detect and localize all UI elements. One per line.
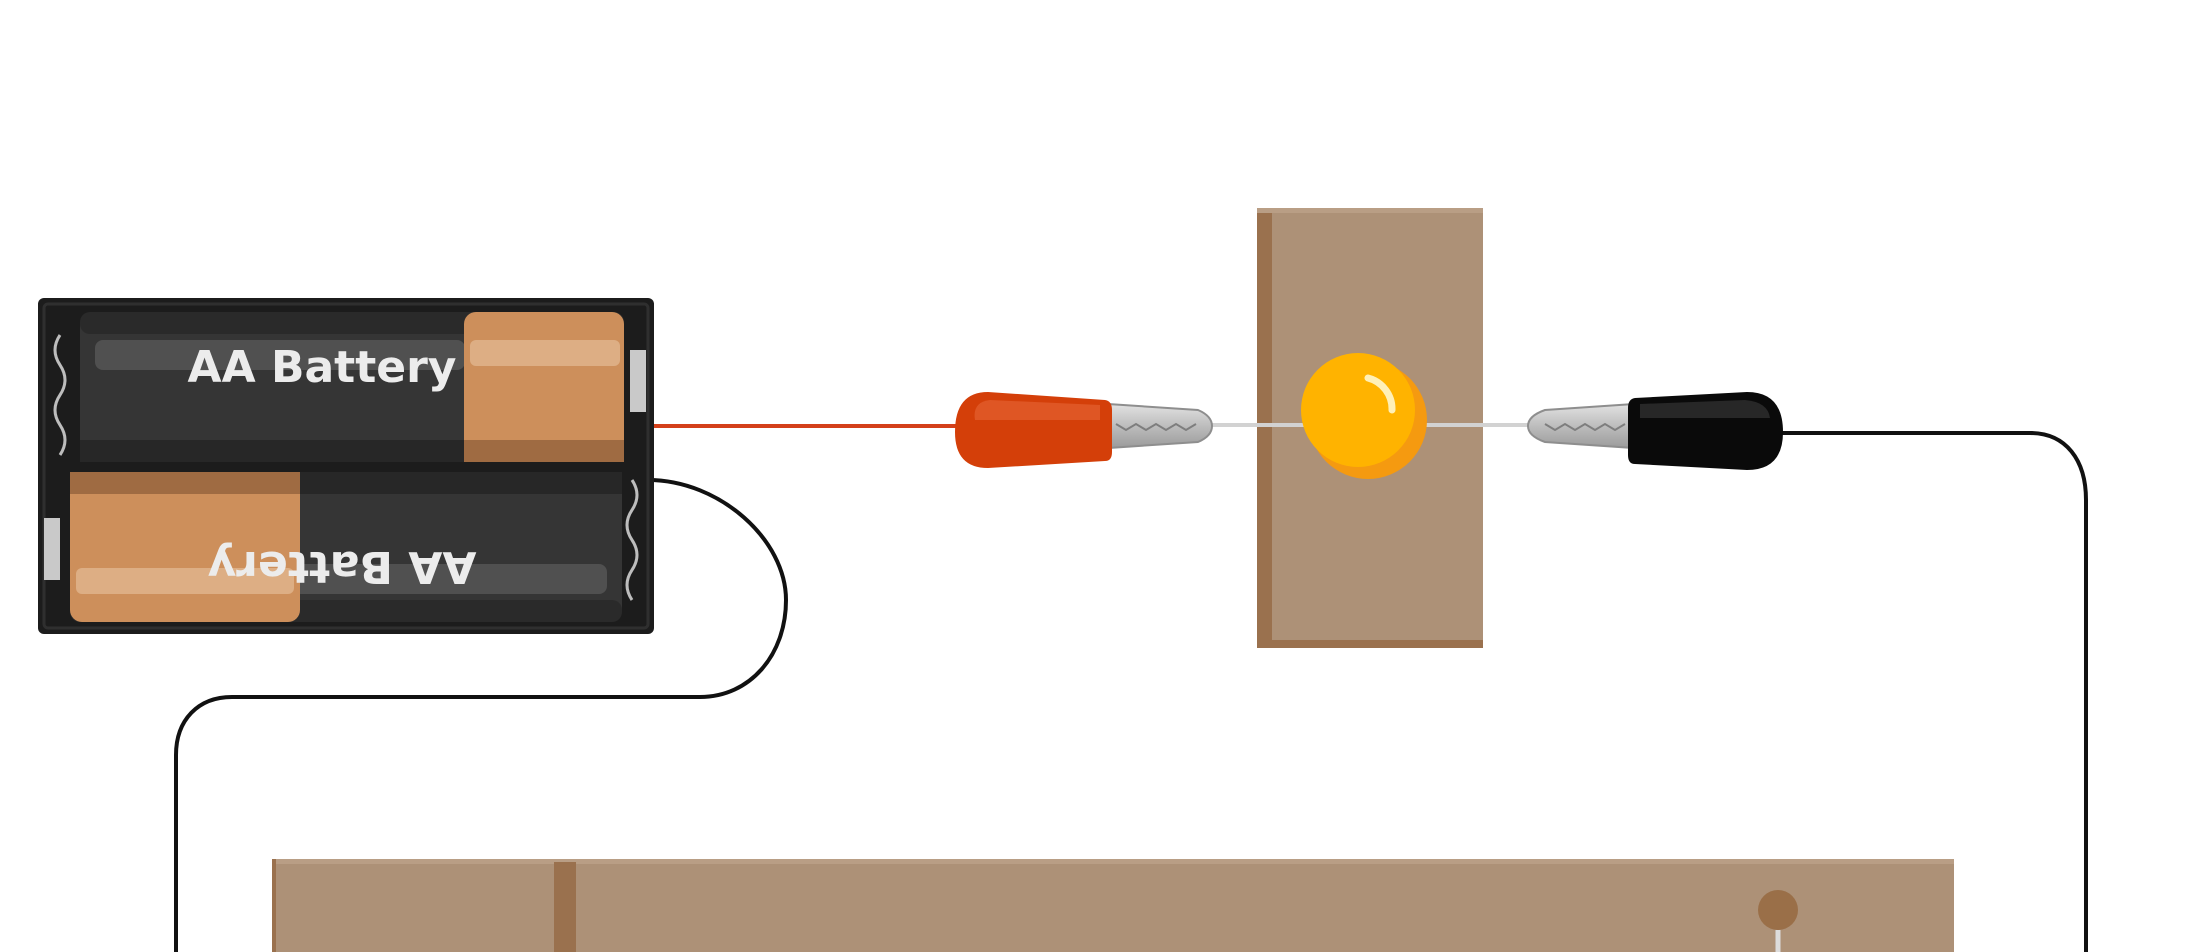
- board-screw-icon: [1758, 890, 1798, 930]
- black-alligator-clip-icon[interactable]: [1526, 392, 1783, 470]
- battery-bottom-label: AA Battery: [208, 541, 477, 592]
- black-wire-right: [1780, 431, 2088, 952]
- bottom-board: [272, 859, 1954, 952]
- red-alligator-clip-icon[interactable]: [955, 392, 1214, 468]
- battery-top[interactable]: AA Battery: [80, 312, 624, 462]
- black-wire-battery: [174, 478, 789, 952]
- battery-bottom[interactable]: AA Battery: [70, 472, 622, 622]
- battery-top-label: AA Battery: [188, 342, 457, 393]
- light-bulb-icon[interactable]: [1301, 353, 1427, 479]
